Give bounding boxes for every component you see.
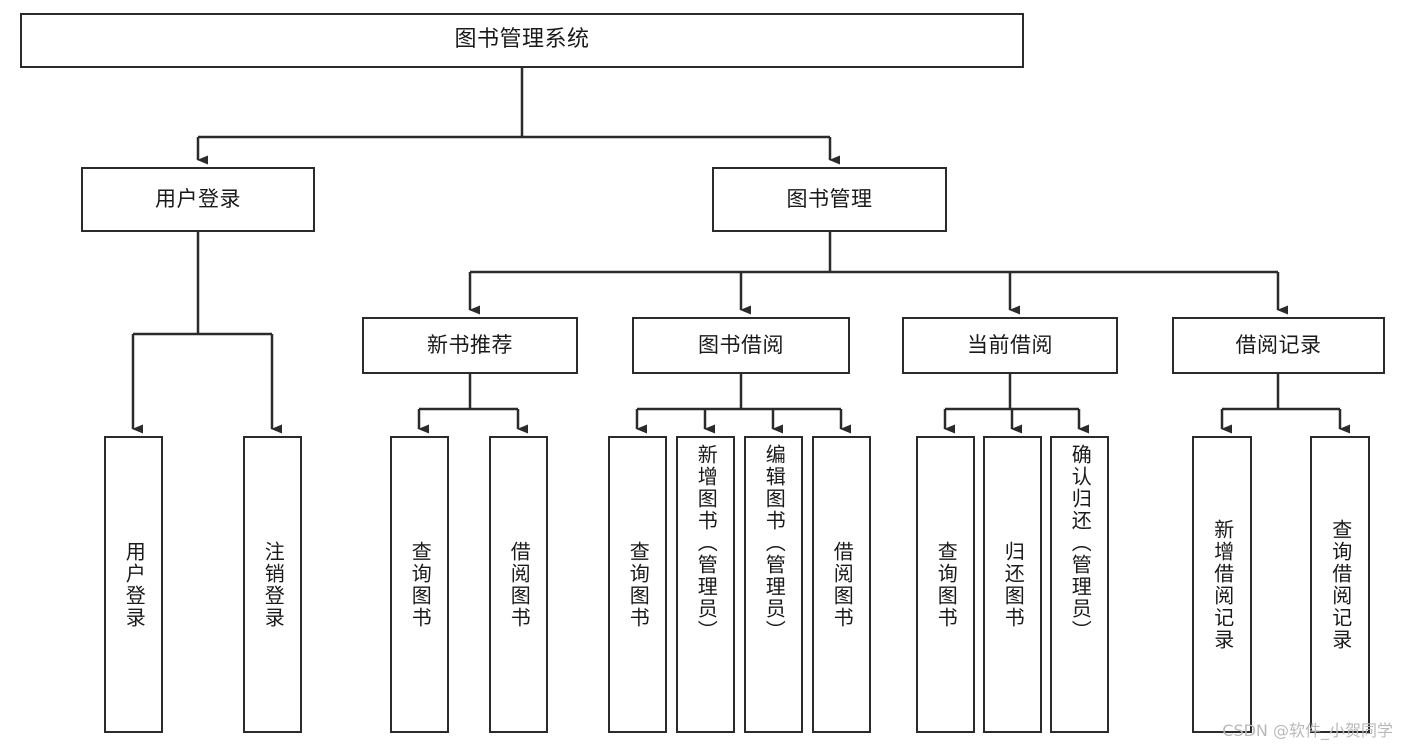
node-user-login-label: 用户登录 <box>155 186 241 211</box>
node-leaf-query-book-3[interactable]: 查询图书 <box>916 436 975 733</box>
node-leaf-user-login-label: 用户登录 <box>122 540 147 629</box>
node-borrow-record-label: 借阅记录 <box>1235 332 1322 357</box>
node-leaf-query-book-2[interactable]: 查询图书 <box>608 436 667 733</box>
node-leaf-query-book-1[interactable]: 查询图书 <box>390 436 449 733</box>
node-leaf-add-book[interactable]: 新增图书（管理员） <box>676 436 735 733</box>
node-leaf-confirm-return[interactable]: 确认归还（管理员） <box>1050 436 1109 733</box>
node-leaf-add-record-label: 新增借阅记录 <box>1210 518 1235 651</box>
node-leaf-edit-book-label: 编辑图书（管理员） <box>762 444 787 642</box>
node-new-book-recommend[interactable]: 新书推荐 <box>362 317 578 374</box>
node-current-borrow[interactable]: 当前借阅 <box>902 317 1118 374</box>
node-leaf-user-login[interactable]: 用户登录 <box>104 436 163 733</box>
node-leaf-borrow-book-1-label: 借阅图书 <box>507 540 532 629</box>
node-new-book-recommend-label: 新书推荐 <box>427 332 513 357</box>
node-leaf-borrow-book-1[interactable]: 借阅图书 <box>489 436 548 733</box>
node-leaf-edit-book[interactable]: 编辑图书（管理员） <box>744 436 803 733</box>
node-leaf-query-book-3-label: 查询图书 <box>934 540 959 629</box>
node-user-login[interactable]: 用户登录 <box>81 167 315 232</box>
node-leaf-user-logout[interactable]: 注销登录 <box>243 436 302 733</box>
node-book-borrow-label: 图书借阅 <box>698 332 784 357</box>
node-current-borrow-label: 当前借阅 <box>967 332 1053 357</box>
csdn-watermark: CSDN @软件_小贺同学 <box>1222 721 1393 740</box>
node-leaf-user-logout-label: 注销登录 <box>261 540 286 629</box>
node-leaf-confirm-return-label: 确认归还（管理员） <box>1068 444 1093 642</box>
node-root[interactable]: 图书管理系统 <box>20 13 1024 68</box>
node-leaf-query-record-label: 查询借阅记录 <box>1328 518 1353 651</box>
node-root-label: 图书管理系统 <box>454 27 590 53</box>
node-leaf-return-book-label: 归还图书 <box>1001 540 1026 629</box>
node-leaf-borrow-book-2-label: 借阅图书 <box>830 540 855 629</box>
node-book-borrow[interactable]: 图书借阅 <box>632 317 850 374</box>
node-leaf-add-book-label: 新增图书（管理员） <box>694 444 719 642</box>
node-book-manage[interactable]: 图书管理 <box>712 167 947 232</box>
node-leaf-query-book-2-label: 查询图书 <box>626 540 651 629</box>
node-borrow-record[interactable]: 借阅记录 <box>1172 317 1385 374</box>
node-book-manage-label: 图书管理 <box>786 186 873 211</box>
node-leaf-borrow-book-2[interactable]: 借阅图书 <box>812 436 871 733</box>
node-leaf-return-book[interactable]: 归还图书 <box>983 436 1042 733</box>
node-leaf-add-record[interactable]: 新增借阅记录 <box>1192 436 1252 733</box>
node-leaf-query-record[interactable]: 查询借阅记录 <box>1310 436 1370 733</box>
node-leaf-query-book-1-label: 查询图书 <box>408 540 433 629</box>
